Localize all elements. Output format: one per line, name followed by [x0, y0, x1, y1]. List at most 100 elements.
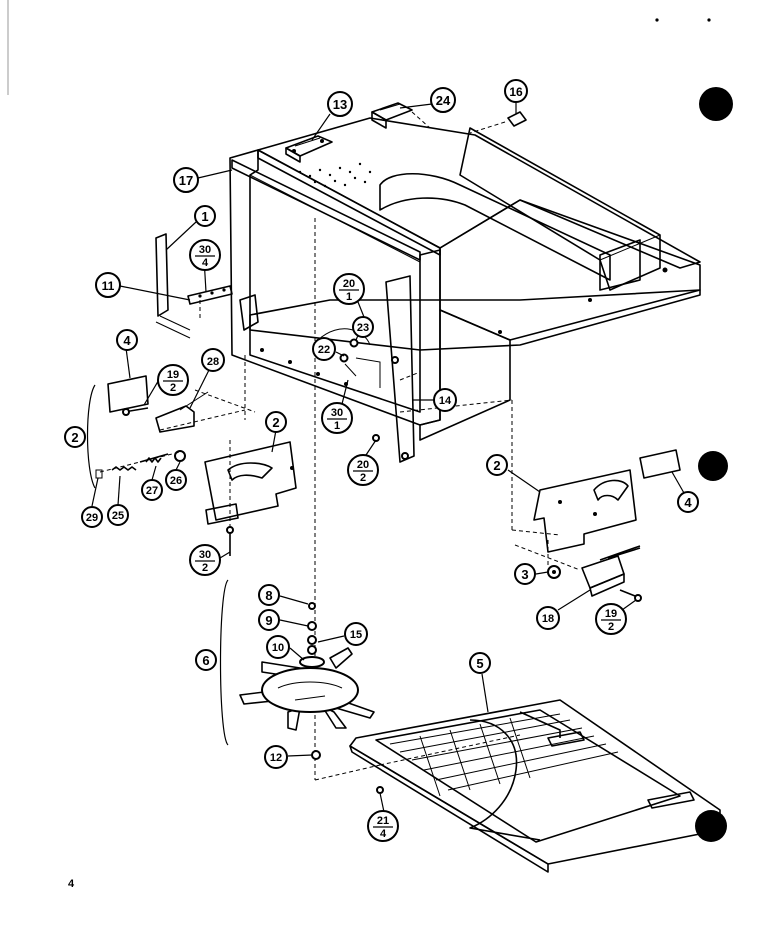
callout-8: 8 [258, 584, 280, 606]
svg-text:27: 27 [146, 485, 158, 497]
part-1-side-strip [155, 233, 191, 339]
svg-text:4: 4 [684, 495, 692, 510]
callout-24: 24 [430, 87, 456, 113]
registration-dot-bottom [695, 810, 727, 842]
svg-text:2: 2 [493, 458, 500, 473]
part-2-left-switch-bracket [204, 441, 297, 525]
part-19-2b-screw [619, 589, 642, 602]
callout-26: 26 [165, 469, 187, 491]
svg-text:12: 12 [270, 752, 282, 764]
callout-20-1: 201 [333, 273, 365, 305]
svg-text:18: 18 [542, 613, 554, 625]
part-4-right-insulator [639, 449, 681, 479]
callout-28: 28 [201, 348, 225, 372]
part-4-left-insulator [107, 375, 149, 413]
svg-text:6: 6 [202, 653, 209, 668]
vent-perforations [298, 162, 372, 188]
part-18-micro-switch [581, 545, 641, 597]
svg-text:1: 1 [201, 209, 208, 224]
part-16-switch [469, 111, 527, 134]
svg-text:30: 30 [199, 549, 211, 561]
callout-22: 22 [312, 337, 336, 361]
callout-16: 16 [504, 79, 528, 103]
svg-text:4: 4 [202, 257, 209, 269]
part-3-nut [547, 565, 561, 579]
svg-text:24: 24 [436, 93, 451, 108]
callout-23: 23 [352, 316, 374, 338]
callout-13: 13 [327, 91, 353, 117]
svg-text:20: 20 [357, 459, 369, 471]
svg-text:21: 21 [377, 815, 389, 827]
callout-19-2-right: 192 [595, 603, 627, 635]
callout-1: 1 [194, 205, 216, 227]
part-2-right-switch-bracket [533, 469, 637, 553]
part-19-2a-screw [122, 407, 149, 416]
registration-dot-middle [698, 451, 728, 481]
svg-text:25: 25 [112, 510, 124, 522]
svg-text:2: 2 [71, 430, 78, 445]
callout-3: 3 [514, 563, 536, 585]
callout-29: 29 [81, 506, 103, 528]
part-24-terminal-block [371, 102, 431, 129]
svg-text:26: 26 [170, 475, 182, 487]
callout-5: 5 [469, 652, 491, 674]
svg-text:30: 30 [199, 244, 211, 256]
callout-27: 27 [141, 479, 163, 501]
callout-14: 14 [433, 388, 457, 412]
svg-text:17: 17 [179, 173, 193, 188]
svg-text:10: 10 [272, 642, 284, 654]
svg-text:4: 4 [380, 828, 387, 840]
page-edge-marks [7, 0, 711, 95]
svg-text:20: 20 [343, 278, 355, 290]
svg-text:8: 8 [265, 588, 272, 603]
svg-text:4: 4 [123, 333, 131, 348]
svg-text:2: 2 [608, 621, 614, 633]
part-13-terminal-block [285, 135, 333, 163]
callout-4-left: 4 [116, 329, 138, 351]
construction-lines [159, 218, 581, 781]
registration-dot-top [699, 87, 733, 121]
callout-2-left-outer: 2 [64, 426, 86, 448]
callout-30-2: 302 [189, 544, 221, 576]
svg-text:9: 9 [265, 613, 272, 628]
page-number: 4 [68, 878, 75, 890]
callout-11: 11 [95, 272, 121, 298]
registration-dots [695, 87, 733, 842]
svg-text:30: 30 [331, 407, 343, 419]
callout-18: 18 [536, 606, 560, 630]
svg-text:14: 14 [439, 395, 452, 407]
callout-21-4: 214 [367, 810, 399, 842]
callout-19-2-left: 192 [157, 364, 189, 396]
svg-text:22: 22 [318, 344, 330, 356]
svg-text:19: 19 [167, 369, 179, 381]
callout-20-2: 202 [347, 454, 379, 486]
svg-text:1: 1 [346, 291, 352, 303]
callout-30-1: 301 [321, 402, 353, 434]
part-11-hinge-bar [187, 285, 233, 318]
callout-15: 15 [344, 622, 368, 646]
part-21-4-screw [376, 786, 384, 794]
callout-9: 9 [258, 609, 280, 631]
svg-text:2: 2 [202, 562, 208, 574]
svg-text:28: 28 [207, 356, 219, 368]
svg-text:2: 2 [170, 382, 176, 394]
callouts: 13 24 16 17 1 304 11 201 23 4 28 192 22 … [64, 79, 699, 842]
callout-2-left-inner: 2 [265, 411, 287, 433]
svg-text:3: 3 [521, 567, 528, 582]
oven-cabinet [229, 117, 701, 441]
svg-text:11: 11 [102, 279, 115, 293]
part-30-2-screw [226, 526, 234, 556]
callout-4-right: 4 [677, 491, 699, 513]
svg-text:16: 16 [509, 85, 523, 99]
svg-text:5: 5 [476, 656, 483, 671]
callout-6: 6 [195, 649, 217, 671]
svg-text:15: 15 [350, 629, 362, 641]
part-5-tray [349, 699, 721, 873]
svg-text:19: 19 [605, 608, 617, 620]
svg-text:29: 29 [86, 512, 98, 524]
part-28-actuator [155, 391, 209, 433]
svg-text:2: 2 [360, 472, 366, 484]
part-12-bushing [311, 750, 321, 760]
svg-text:13: 13 [333, 97, 347, 112]
